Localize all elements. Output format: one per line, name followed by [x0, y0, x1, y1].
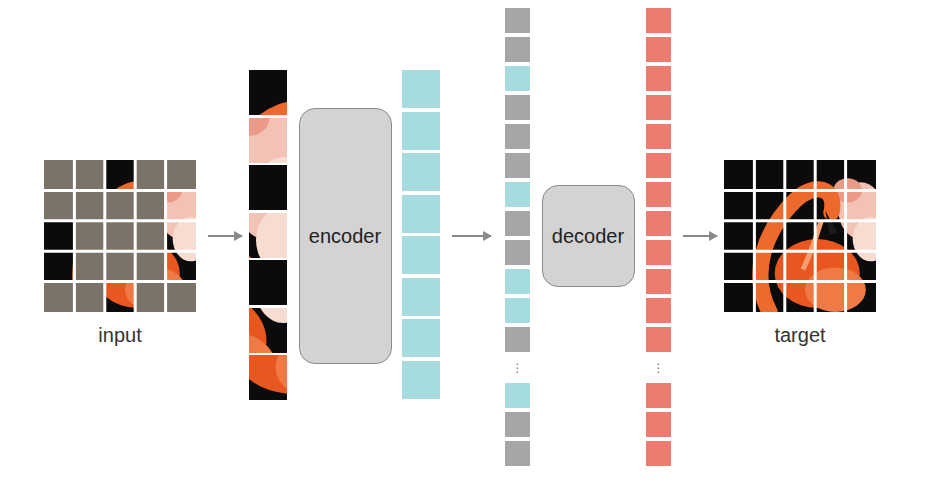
image-label: input: [98, 325, 141, 345]
encoded-token-column: [402, 70, 440, 399]
flow-arrow: [208, 235, 242, 237]
flow-arrow: [452, 235, 491, 237]
box-label: decoder: [552, 225, 624, 248]
flow-arrow: [683, 235, 717, 237]
ellipsis-mark: ⋮: [512, 362, 524, 374]
output-token-column: [646, 8, 671, 466]
token-column: [505, 8, 530, 466]
input-image: [44, 160, 209, 312]
image-label: target: [774, 325, 825, 345]
patch-column: [66, 70, 491, 400]
box-label: encoder: [309, 225, 381, 248]
process-box: decoder: [542, 185, 635, 287]
process-box: encoder: [299, 108, 392, 364]
target-image: [724, 160, 889, 312]
ellipsis-mark: ⋮: [653, 362, 665, 374]
